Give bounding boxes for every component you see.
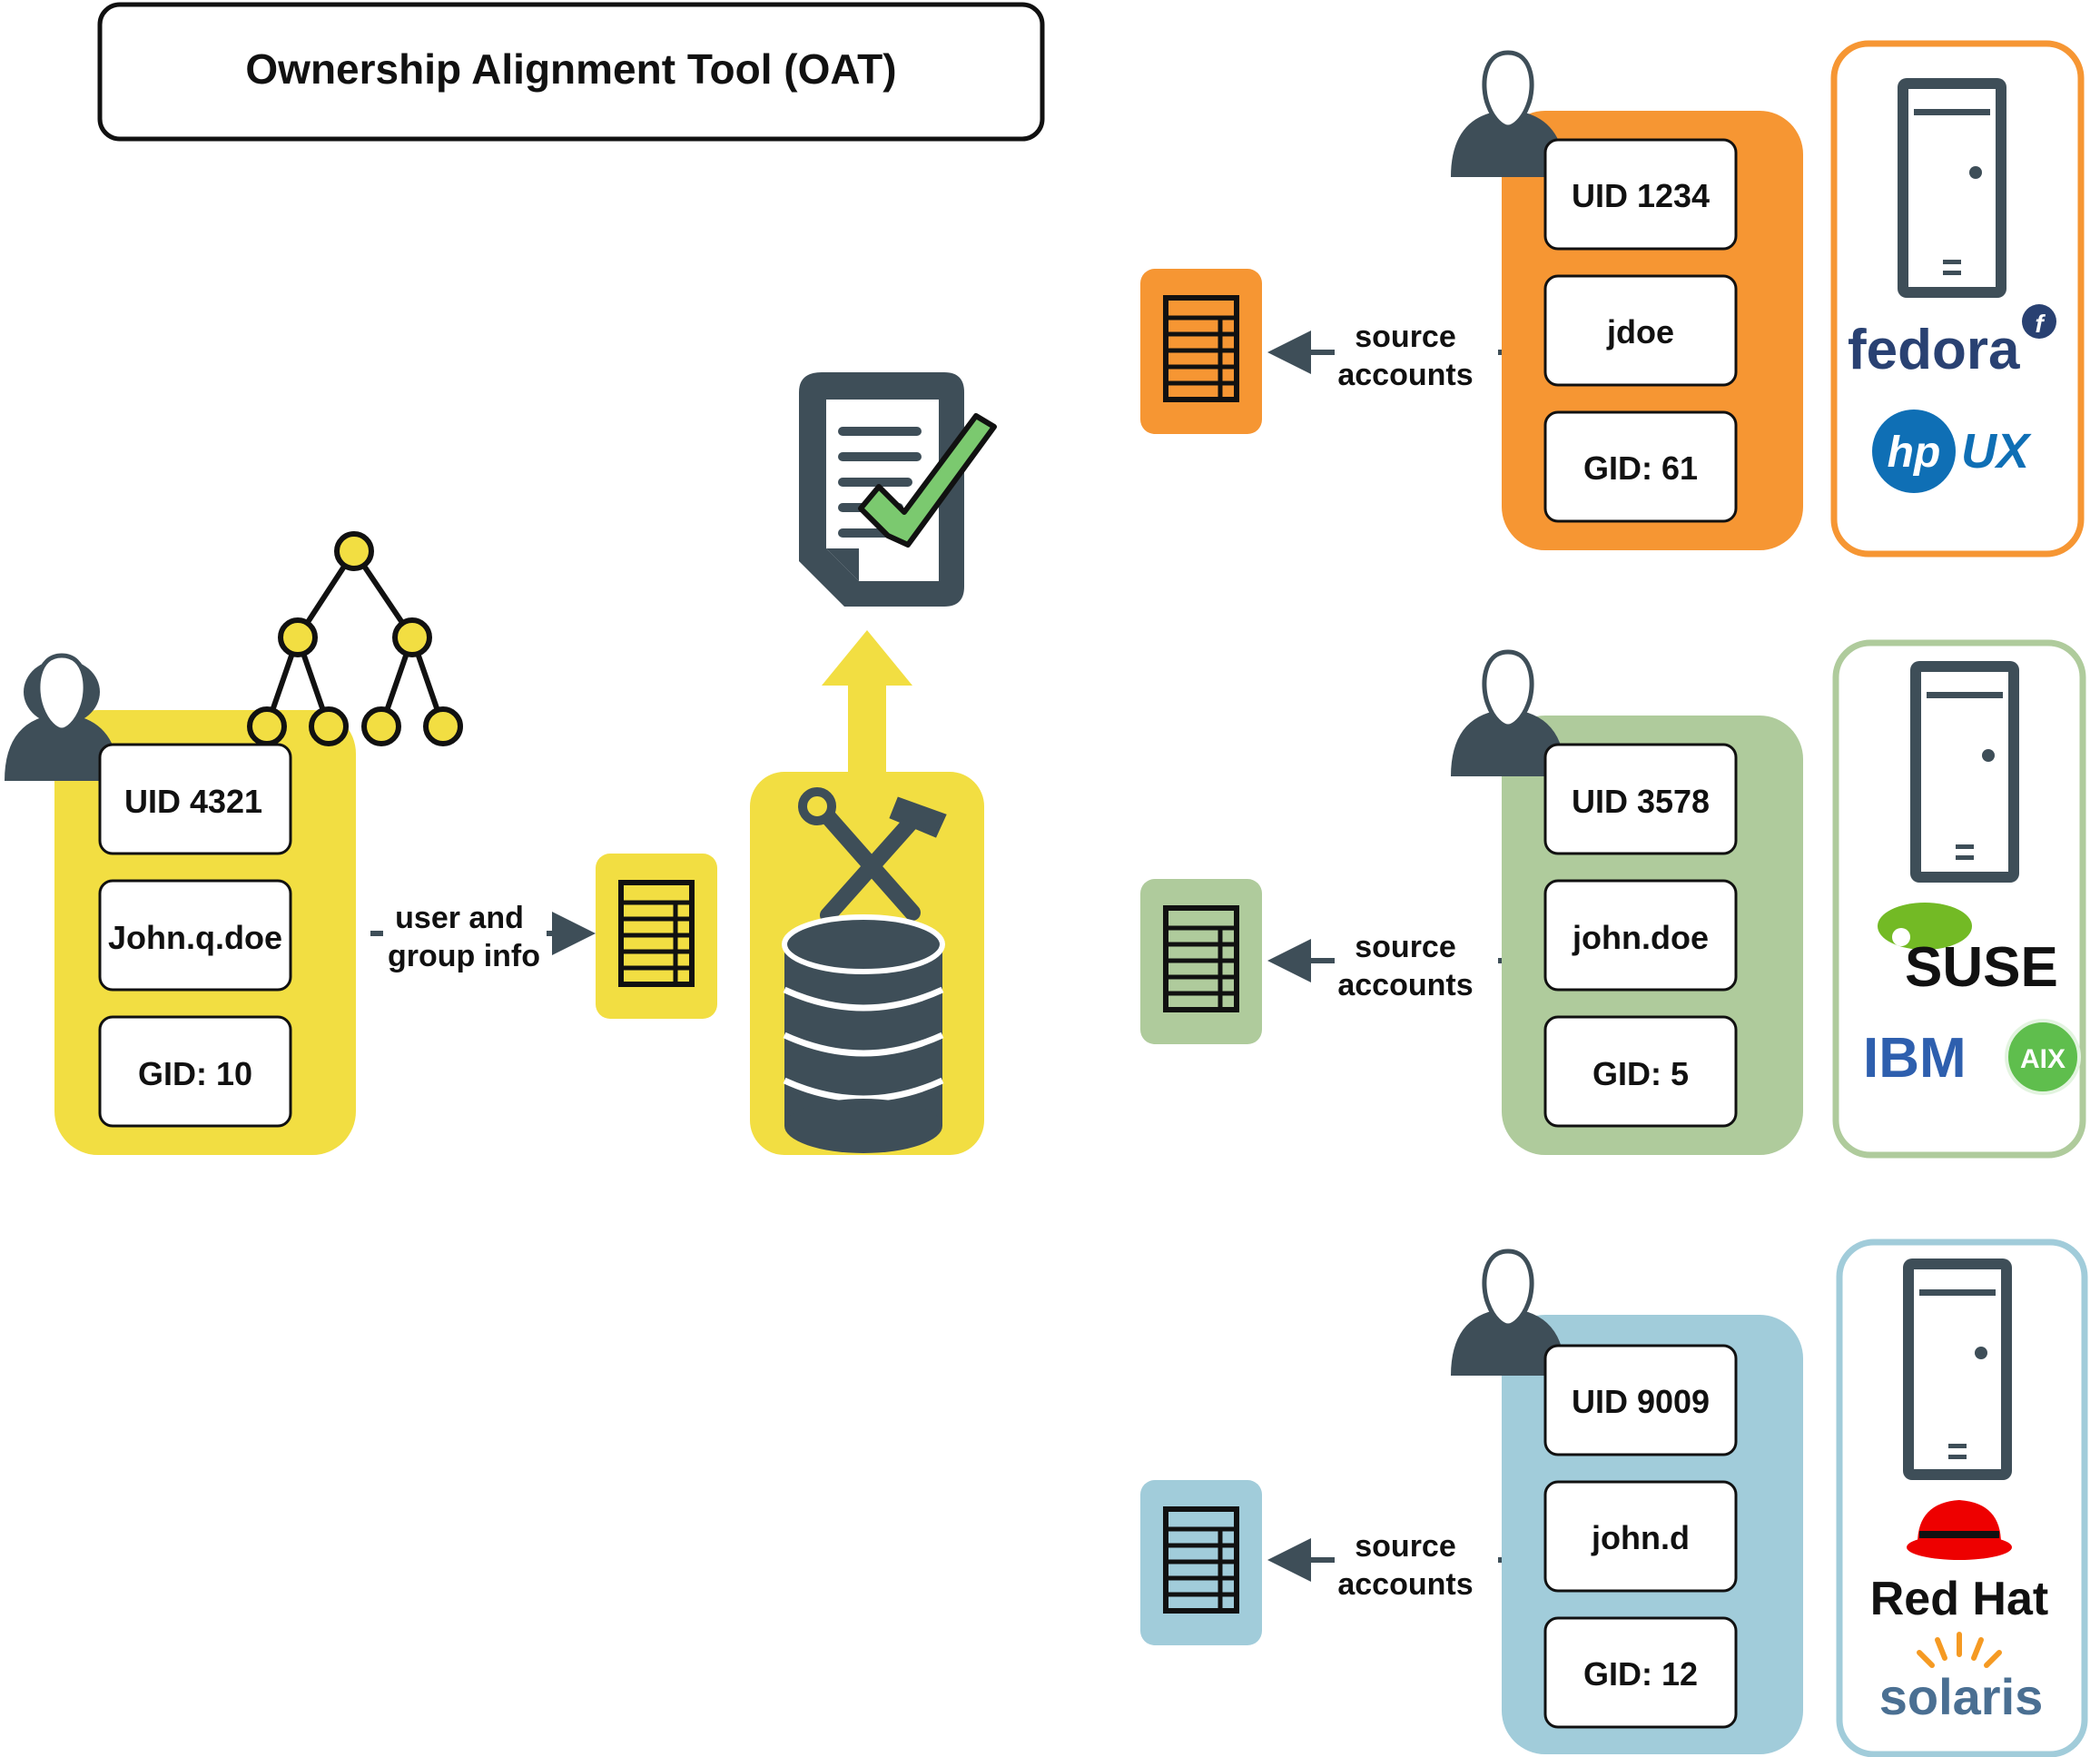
source-1-flow: source accounts	[1267, 320, 1523, 392]
svg-text:john.d: john.d	[1591, 1519, 1690, 1556]
source-2-gid-field: GID: 5	[1543, 1015, 1738, 1128]
svg-text:AIX: AIX	[2020, 1044, 2065, 1074]
central-name-field: John.q.doe	[98, 879, 292, 992]
source-3-platform-panel: Red Hat solaris	[1836, 1239, 2088, 1757]
database-icon	[782, 914, 945, 1153]
source-1-user-icon	[1451, 50, 1565, 177]
hierarchy-icon	[247, 531, 463, 746]
svg-text:John.q.doe: John.q.doe	[108, 919, 282, 956]
server-icon	[1910, 661, 2019, 883]
ibm-aix-logo: IBM AIX	[1863, 1019, 2081, 1095]
svg-text:f: f	[2035, 310, 2046, 338]
svg-text:source: source	[1355, 1529, 1456, 1564]
fedora-logo: fedora f	[1848, 304, 2056, 381]
oat-tool-database	[750, 772, 984, 1155]
svg-text:accounts: accounts	[1337, 1567, 1473, 1602]
svg-text:GID: 61: GID: 61	[1583, 449, 1698, 487]
svg-text:hp: hp	[1888, 429, 1941, 477]
source-3-table-icon	[1140, 1480, 1262, 1645]
source-1-table-icon	[1140, 269, 1262, 434]
source-2-user-icon	[1451, 649, 1565, 776]
source-1-uid-field: UID 1234	[1543, 138, 1738, 251]
svg-text:GID: 12: GID: 12	[1583, 1655, 1698, 1693]
hpux-logo: hp UX	[1872, 410, 2032, 493]
source-system-3: source accounts UID 9009 john.d GID: 12	[1140, 1239, 2088, 1757]
central-gid-field: GID: 10	[98, 1015, 292, 1128]
svg-text:UID 4321: UID 4321	[124, 783, 262, 820]
svg-text:SUSE: SUSE	[1905, 936, 2058, 999]
central-uid-field: UID 4321	[98, 743, 292, 855]
svg-text:GID: 10: GID: 10	[138, 1055, 252, 1092]
user-icon	[5, 653, 119, 781]
svg-text:accounts: accounts	[1337, 968, 1473, 1002]
source-2-flow: source accounts	[1267, 930, 1523, 1002]
svg-text:IBM: IBM	[1863, 1027, 1967, 1090]
validated-document-icon	[799, 372, 997, 607]
source-3-uid-field: UID 9009	[1543, 1344, 1738, 1456]
tools-icon	[798, 787, 947, 923]
flow-label-line1: user and	[395, 901, 524, 935]
source-1-name-field: jdoe	[1543, 274, 1738, 387]
source-2-uid-field: UID 3578	[1543, 743, 1738, 855]
output-arrow	[822, 630, 912, 774]
checkmark-icon	[858, 413, 997, 548]
redhat-logo: Red Hat	[1870, 1500, 2048, 1625]
source-system-2: source accounts UID 3578 john.doe GID: 5	[1140, 639, 2086, 1159]
svg-text:solaris: solaris	[1879, 1668, 2044, 1725]
source-3-name-field: john.d	[1543, 1480, 1738, 1593]
svg-text:accounts: accounts	[1337, 358, 1473, 392]
source-system-1: source accounts UID 1234 jdoe GID: 61	[1140, 40, 2085, 558]
flow-label-line2: group info	[388, 939, 540, 973]
source-2-name-field: john.doe	[1543, 879, 1738, 992]
svg-text:source: source	[1355, 930, 1456, 964]
svg-text:source: source	[1355, 320, 1456, 354]
svg-text:john.doe: john.doe	[1572, 919, 1709, 956]
svg-text:Red Hat: Red Hat	[1870, 1573, 2048, 1625]
title-box: Ownership Alignment Tool (OAT)	[97, 2, 1045, 142]
suse-logo: SUSE	[1878, 903, 2058, 999]
source-1-gid-field: GID: 61	[1543, 410, 1738, 523]
diagram-title: Ownership Alignment Tool (OAT)	[245, 45, 896, 93]
source-3-gid-field: GID: 12	[1543, 1616, 1738, 1729]
source-2-platform-panel: SUSE IBM AIX	[1832, 639, 2086, 1159]
svg-text:jdoe: jdoe	[1606, 313, 1674, 350]
svg-text:UID 3578: UID 3578	[1572, 783, 1710, 820]
svg-text:GID: 5: GID: 5	[1592, 1055, 1689, 1092]
source-2-table-icon	[1140, 879, 1262, 1044]
central-account: UID 4321 John.q.doe GID: 10	[5, 531, 463, 1155]
server-icon	[1903, 1259, 2012, 1480]
server-icon	[1898, 78, 2006, 298]
svg-text:UX: UX	[1961, 424, 2032, 479]
source-3-user-icon	[1451, 1249, 1565, 1376]
yellow-table-icon	[596, 854, 717, 1019]
solaris-logo: solaris	[1879, 1632, 2044, 1725]
svg-text:fedora: fedora	[1848, 319, 2020, 381]
user-group-info-flow: user and group info	[370, 901, 596, 973]
svg-text:UID 9009: UID 9009	[1572, 1383, 1710, 1420]
source-1-platform-panel: fedora f hp UX	[1830, 40, 2085, 558]
source-3-flow: source accounts	[1267, 1529, 1523, 1602]
svg-text:UID 1234: UID 1234	[1572, 177, 1710, 214]
